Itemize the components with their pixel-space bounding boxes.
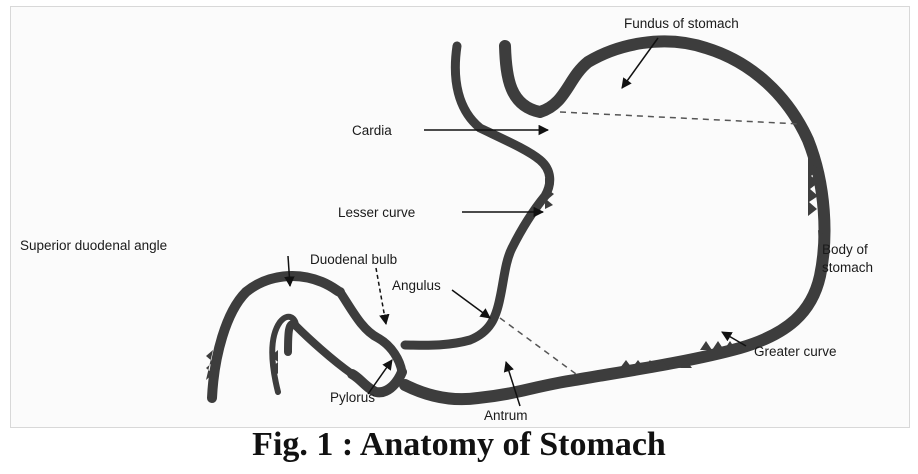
region-dividers (500, 112, 800, 374)
bulb-fold (340, 292, 402, 372)
label-fundus: Fundus of stomach (624, 16, 739, 31)
body-antrum-divider (500, 318, 576, 374)
pyloric-canal-wall (288, 324, 352, 374)
fundus-body-divider (560, 112, 800, 124)
label-antrum: Antrum (484, 408, 528, 423)
label-lesser-curve: Lesser curve (338, 205, 415, 220)
label-body-line2: stomach (822, 260, 873, 275)
figure-caption: Fig. 1 : Anatomy of Stomach (0, 426, 918, 464)
label-cardia: Cardia (352, 123, 392, 138)
label-pylorus: Pylorus (330, 390, 375, 405)
label-duodenal-bulb: Duodenal bulb (310, 252, 397, 267)
label-greater-curve: Greater curve (754, 344, 837, 359)
labels: Fundus of stomach Cardia Lesser curve Su… (20, 16, 873, 423)
label-angulus: Angulus (392, 278, 441, 293)
label-body-line1: Body of (822, 242, 868, 257)
superior-duodenal-angle-pointer (288, 256, 290, 286)
lesser-curve-wall (405, 46, 550, 345)
label-superior-duodenal-angle: Superior duodenal angle (20, 238, 167, 253)
duodenal-bulb-pointer (376, 268, 386, 324)
angulus-pointer (452, 290, 490, 318)
